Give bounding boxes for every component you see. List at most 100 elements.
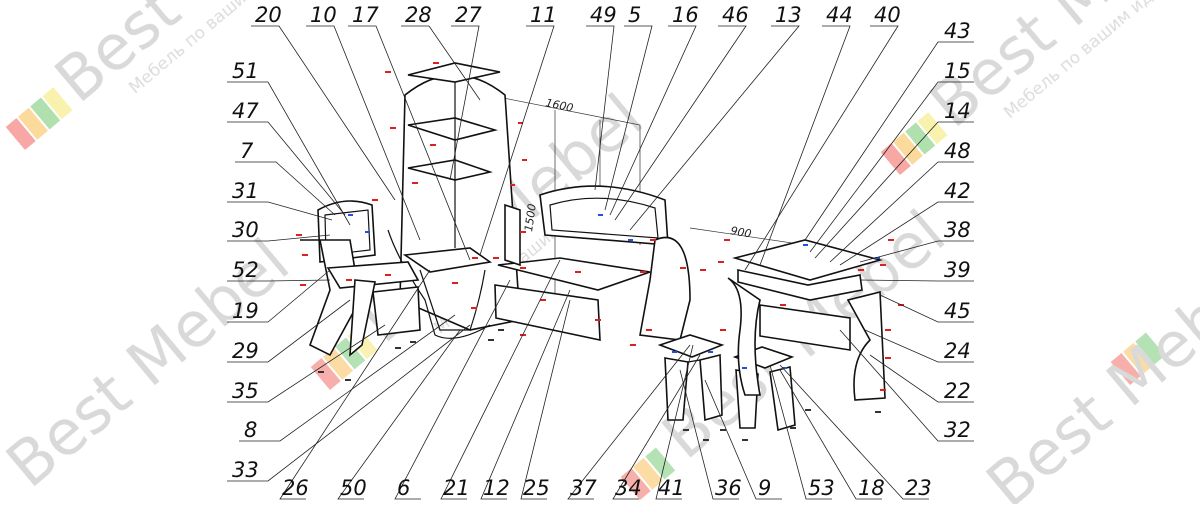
chair	[300, 200, 421, 357]
leader-line-42	[839, 201, 974, 266]
part-label-50: 50	[340, 476, 367, 500]
leader-line-33	[227, 324, 471, 482]
part-label-41: 41	[658, 476, 685, 500]
leader-line-11	[479, 25, 555, 256]
watermark-brand: Best Mebel	[973, 245, 1200, 504]
leader-line-43	[804, 41, 974, 241]
leader-line-22	[869, 354, 974, 403]
part-label-42: 42	[944, 179, 971, 203]
part-label-51: 51	[232, 59, 259, 83]
leader-line-46	[614, 25, 747, 221]
part-label-35: 35	[232, 379, 259, 403]
part-label-23: 23	[905, 476, 932, 500]
leader-line-40	[744, 25, 899, 271]
part-label-47: 47	[232, 99, 259, 123]
part-label-49: 49	[590, 3, 617, 27]
leader-line-29	[227, 299, 351, 363]
part-label-26: 26	[282, 476, 309, 500]
part-label-33: 33	[232, 458, 259, 482]
leader-line-6	[394, 279, 511, 500]
leader-line-8	[239, 314, 456, 442]
part-label-7: 7	[240, 139, 254, 163]
part-label-19: 19	[232, 299, 259, 323]
leader-line-35	[227, 324, 386, 403]
part-label-8: 8	[244, 418, 257, 442]
leader-line-30	[227, 234, 331, 242]
part-label-31: 31	[232, 179, 259, 203]
leader-line-17	[348, 25, 471, 261]
leader-line-5	[604, 25, 653, 211]
leader-line-38	[859, 240, 974, 263]
part-label-21: 21	[443, 476, 470, 500]
leader-line-18	[779, 369, 882, 500]
part-label-13: 13	[775, 3, 802, 27]
leader-line-36	[679, 369, 739, 500]
leader-line-25	[520, 299, 571, 500]
leader-line-12	[480, 289, 571, 500]
leader-line-50	[337, 329, 461, 500]
watermark-logo-far-right	[1110, 332, 1166, 385]
watermark-fragment-bottom-right: Best Mebel	[973, 245, 1200, 508]
leader-line-28	[401, 25, 481, 101]
leader-line-27	[449, 25, 480, 181]
leader-lines	[227, 25, 974, 500]
part-label-24: 24	[944, 339, 971, 363]
part-label-30: 30	[232, 218, 259, 242]
part-label-6: 6	[397, 476, 410, 500]
part-label-32: 32	[944, 418, 971, 442]
part-label-40: 40	[874, 3, 901, 27]
leader-line-34	[612, 354, 701, 500]
leader-line-15	[809, 81, 974, 253]
watermark-brand: Best Mebel	[41, 0, 351, 116]
part-label-5: 5	[628, 3, 641, 27]
watermark-logo-right: Best Mebel Мебель по вашим идеям	[880, 0, 1200, 175]
leader-line-47	[227, 121, 346, 216]
part-label-20: 20	[255, 3, 282, 27]
bench	[494, 185, 691, 341]
leader-line-39	[859, 279, 974, 282]
part-label-15: 15	[944, 59, 971, 83]
part-label-38: 38	[944, 218, 971, 242]
part-label-16: 16	[672, 3, 699, 27]
leader-line-31	[227, 201, 333, 221]
part-label-10: 10	[310, 3, 337, 27]
part-label-22: 22	[944, 379, 971, 403]
part-label-17: 17	[352, 3, 379, 27]
leader-line-44	[759, 25, 851, 266]
leader-line-48	[829, 161, 974, 263]
leader-line-19	[227, 269, 331, 323]
dim-1600: 1600	[544, 96, 574, 115]
part-label-28: 28	[405, 3, 432, 27]
leader-line-51	[227, 81, 351, 226]
leader-line-41	[655, 344, 694, 500]
leader-line-20	[251, 25, 396, 201]
leader-line-49	[586, 25, 615, 191]
leader-line-7	[235, 161, 336, 216]
part-label-36: 36	[715, 476, 742, 500]
leader-line-45	[879, 294, 974, 323]
leader-line-24	[864, 329, 974, 363]
part-label-14: 14	[944, 99, 971, 123]
part-label-44: 44	[826, 3, 853, 27]
part-label-53: 53	[808, 476, 835, 500]
part-label-27: 27	[455, 3, 482, 27]
leader-line-32	[839, 329, 974, 442]
part-label-11: 11	[530, 3, 557, 27]
part-label-9: 9	[758, 476, 771, 500]
part-label-34: 34	[615, 476, 642, 500]
part-label-52: 52	[232, 258, 259, 282]
part-label-18: 18	[858, 476, 885, 500]
leader-line-26	[279, 269, 431, 500]
leader-line-23	[779, 364, 929, 500]
leader-line-52	[227, 279, 331, 282]
leader-line-53	[769, 364, 832, 500]
leader-line-16	[609, 25, 697, 216]
part-label-48: 48	[944, 139, 971, 163]
leader-line-37	[567, 344, 691, 500]
table	[727, 239, 886, 401]
leader-line-14	[814, 121, 974, 259]
furniture-drawing: 1000 1600 1500 900	[296, 62, 904, 441]
